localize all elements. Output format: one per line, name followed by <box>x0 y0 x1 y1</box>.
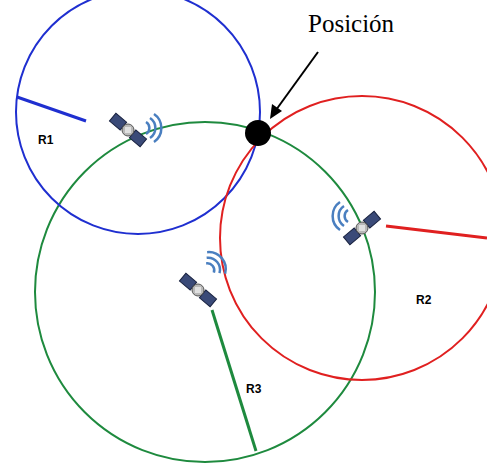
position-label: Posición <box>308 10 394 38</box>
position-dot <box>245 120 271 146</box>
range-circle <box>35 122 375 462</box>
range-circle <box>220 96 487 380</box>
arrow-head <box>270 104 282 119</box>
satellite-icon <box>179 247 230 306</box>
radius-line <box>386 226 487 238</box>
radius-label: R2 <box>416 294 431 307</box>
radius-line <box>17 97 86 121</box>
satellite-icon <box>109 113 161 146</box>
radius-line <box>212 310 256 451</box>
radius-label: R3 <box>246 383 261 396</box>
range-circle <box>16 0 260 234</box>
satellite-icon <box>333 202 381 245</box>
leader-arrow <box>276 52 318 110</box>
radius-label: R1 <box>38 134 53 147</box>
